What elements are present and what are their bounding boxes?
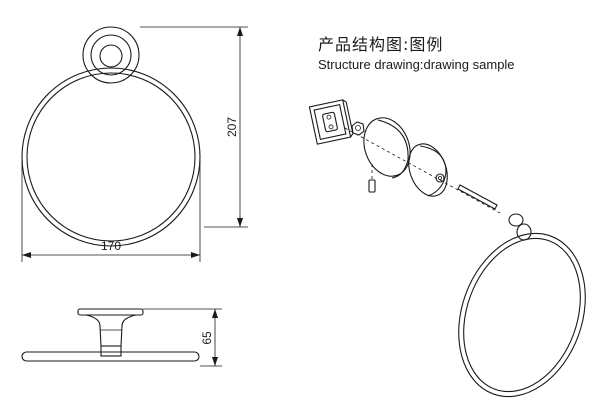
dim-207-arrow-bottom (237, 218, 243, 227)
wall-bracket-slot (322, 111, 338, 133)
exploded-ring-inner (463, 237, 581, 393)
dim-170-arrow-right (191, 252, 200, 258)
wall-bracket-outer (308, 99, 352, 145)
front-view: 207 170 (21, 26, 248, 262)
dim-65-arrow-top (212, 309, 218, 318)
wall-bracket-inner (313, 103, 347, 141)
wall-bracket-edge-1 (342, 99, 347, 103)
ring-knob (508, 213, 524, 227)
ring-collar (516, 223, 532, 241)
exploded-ring-outer (458, 232, 586, 398)
top-base-body (85, 314, 137, 347)
wall-bracket-hole-top (326, 114, 332, 120)
flange-screw-hole (437, 175, 442, 180)
connecting-rod (457, 184, 498, 210)
title-english: Structure drawing:drawing sample (318, 57, 515, 72)
top-wall-plate (77, 308, 144, 316)
hex-nut (351, 121, 365, 136)
assembly-axis (344, 127, 501, 214)
front-rosette-hub (99, 44, 123, 68)
dim-170-label: 170 (101, 239, 121, 253)
exploded-view (308, 99, 586, 398)
front-rosette-inner (90, 34, 132, 76)
dim-170-arrow-left (22, 252, 31, 258)
wall-bracket-edge-2 (350, 133, 354, 138)
front-ring-outer (21, 67, 201, 247)
top-ring-bar (21, 351, 200, 362)
hex-nut-hole (355, 125, 361, 131)
flange-body (419, 145, 447, 197)
front-rosette-outer (82, 26, 140, 84)
top-neck (100, 345, 122, 357)
dim-65-arrow-bottom (212, 357, 218, 366)
dim-207-label: 207 (225, 117, 239, 137)
cover-cup-rim (363, 117, 411, 177)
cover-cup-body (377, 119, 409, 179)
front-ring-inner (26, 72, 196, 242)
title-chinese: 产品结构图:图例 (318, 35, 443, 54)
top-view: 65 (21, 308, 222, 367)
dim-65-label: 65 (200, 331, 214, 345)
set-screw (368, 179, 376, 193)
dim-207-arrow-top (237, 27, 243, 36)
wall-bracket (308, 99, 354, 145)
flange-hub (435, 173, 445, 183)
wall-bracket-hole-bottom (328, 124, 334, 130)
